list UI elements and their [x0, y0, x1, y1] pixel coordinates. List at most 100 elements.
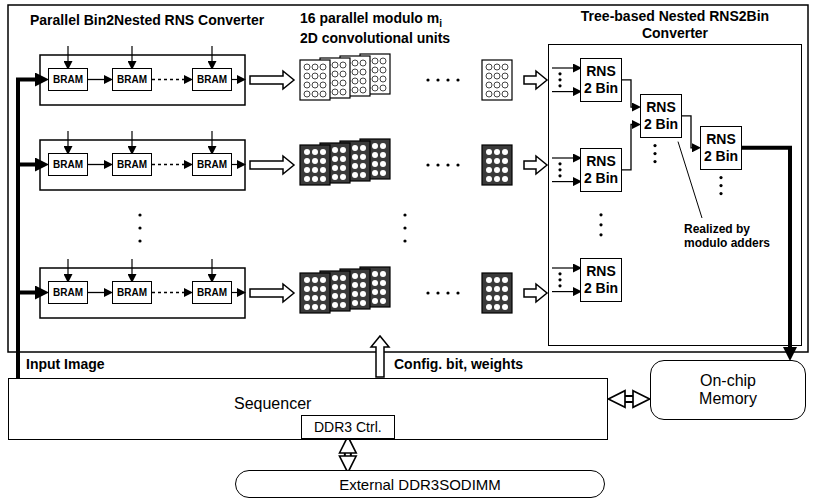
bram-block: BRAM — [112, 281, 152, 304]
ellipsis-dot — [446, 291, 449, 294]
arrow-shaft-inner — [625, 397, 633, 401]
control-arrow — [211, 46, 212, 61]
kernel-cell — [312, 149, 318, 155]
kernel-cell — [320, 304, 326, 310]
feature-map — [340, 56, 370, 96]
feature-map-sheet — [482, 145, 512, 185]
kernel-cell — [502, 91, 508, 97]
bram-block: BRAM — [192, 281, 232, 304]
kernel-cell — [372, 85, 378, 91]
kernel-cell — [502, 82, 508, 88]
kernel-cell — [352, 145, 358, 151]
ellipsis-dot — [403, 226, 406, 229]
feature-map-sheet — [300, 145, 330, 185]
signal-label: Config. bit, weights — [394, 356, 523, 372]
ellipsis-dot — [456, 78, 459, 81]
rns2bin-box: RNS 2 Bin — [640, 94, 682, 138]
kernel-cell — [304, 158, 310, 164]
arrow-line — [88, 292, 104, 293]
control-arrow — [67, 131, 68, 146]
ellipsis-dot — [719, 184, 722, 187]
kernel-cell — [332, 284, 338, 290]
arrow-line — [622, 125, 632, 170]
ellipsis-dot — [653, 144, 656, 147]
kernel-cell — [360, 87, 366, 93]
converter-row — [40, 268, 245, 318]
ellipsis-dot — [558, 278, 561, 281]
feature-map — [300, 273, 330, 313]
ellipsis-dot — [599, 213, 602, 216]
kernel-cell — [380, 289, 386, 295]
residue-input-arrow — [552, 67, 573, 68]
data-arrow — [152, 79, 184, 80]
arrow-line — [152, 292, 184, 293]
hollow-arrow — [250, 284, 294, 302]
control-arrow — [131, 46, 132, 61]
data-arrow — [88, 292, 104, 293]
control-arrow — [131, 259, 132, 274]
kernel-cell — [304, 73, 310, 79]
kernel-cell — [320, 158, 326, 164]
signal-label: Input Image — [26, 356, 105, 372]
rns2bin-box: RNS 2 Bin — [580, 58, 622, 102]
ellipsis-dot — [436, 78, 439, 81]
kernel-cell — [494, 149, 500, 155]
ellipsis-dot — [653, 160, 656, 163]
kernel-cell — [380, 143, 386, 149]
control-arrow — [211, 131, 212, 146]
kernel-cell — [332, 156, 338, 162]
kernel-cell — [332, 89, 338, 95]
feature-map — [300, 60, 330, 100]
feature-map-sheet — [340, 56, 370, 96]
ellipsis-dot — [436, 291, 439, 294]
kernel-cell — [486, 73, 492, 79]
kernel-cell — [340, 165, 346, 171]
kernel-cell — [304, 82, 310, 88]
kernel-cell — [380, 152, 386, 158]
row-output-arrow — [232, 79, 237, 80]
data-arrow — [88, 79, 104, 80]
kernel-cell — [372, 271, 378, 277]
kernel-cell — [360, 154, 366, 160]
feature-map-sheet — [482, 273, 512, 313]
arrow-line — [18, 80, 35, 379]
kernel-cell — [352, 163, 358, 169]
residue-input-arrow — [552, 181, 573, 182]
bram-block: BRAM — [48, 281, 88, 304]
kernel-cell — [486, 149, 492, 155]
feature-map — [482, 273, 512, 313]
label-group: Realized by modulo adders — [684, 222, 784, 251]
kernel-cell — [340, 71, 346, 77]
kernel-cell — [360, 273, 366, 279]
kernel-cell — [304, 176, 310, 182]
data-arrow — [622, 125, 632, 170]
node-label: BRAM — [53, 159, 83, 170]
ellipsis-dot — [558, 84, 561, 87]
node-label: RNS 2 Bin — [703, 131, 739, 165]
node-label: BRAM — [197, 159, 227, 170]
ellipsis-dot — [426, 291, 429, 294]
kernel-cell — [380, 76, 386, 82]
arrow-line — [88, 164, 104, 165]
kernel-cell — [486, 277, 492, 283]
kernel-cell — [312, 176, 318, 182]
data-arrow — [347, 453, 348, 456]
kernel-cell — [494, 176, 500, 182]
node-label: RNS 2 Bin — [643, 99, 679, 133]
kernel-cell — [332, 293, 338, 299]
leader-line — [678, 142, 702, 218]
kernel-cell — [494, 64, 500, 70]
ellipsis-dot — [599, 233, 602, 236]
section-title: 2D convolutional units — [300, 30, 450, 47]
label-group: Config. bit, weights — [394, 356, 523, 373]
kernel-cell — [312, 286, 318, 292]
decorations — [68, 46, 723, 293]
kernel-cell — [360, 300, 366, 306]
ellipsis-dot — [558, 162, 561, 165]
ellipsis-dot — [138, 239, 141, 242]
ellipsis-dot — [719, 176, 722, 179]
kernel-cell — [352, 291, 358, 297]
kernel-cell — [502, 277, 508, 283]
kernel-cell — [360, 163, 366, 169]
